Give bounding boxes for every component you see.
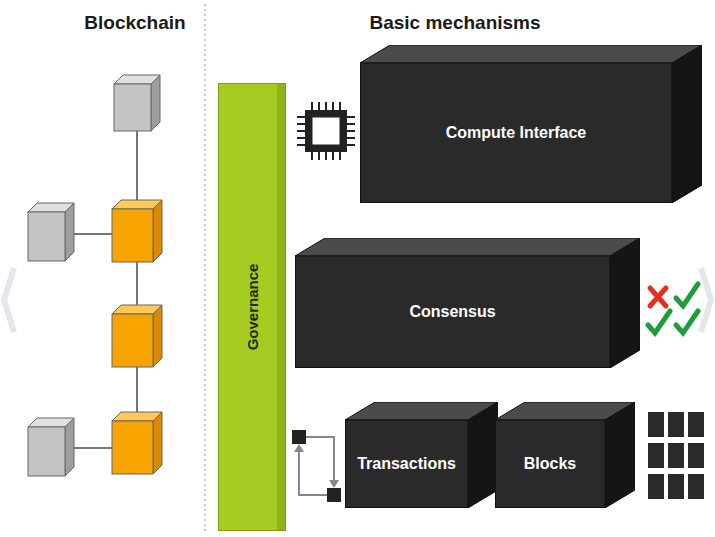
node-text: Consensus <box>409 303 495 321</box>
divider <box>204 4 206 533</box>
section-heading: Basic mechanisms <box>369 12 540 34</box>
swap-icon <box>292 430 341 502</box>
chain-wire <box>136 110 138 455</box>
box-front: Compute Interface <box>360 63 672 203</box>
box-front: Transactions <box>345 420 468 508</box>
chevron <box>4 268 14 332</box>
chip-icon <box>297 102 355 160</box>
mechanism-box: Blocks <box>495 402 635 508</box>
block-cubes <box>28 75 162 476</box>
mechanism-box: Transactions <box>345 402 498 508</box>
node-text: Blocks <box>524 455 576 473</box>
section-heading: Blockchain <box>84 12 185 34</box>
node-text: Transactions <box>357 455 456 473</box>
vote-marks <box>648 284 698 333</box>
mechanism-box: Compute Interface <box>360 45 702 203</box>
chevron <box>701 268 711 332</box>
block-grid-icon <box>648 412 704 499</box>
mechanism-box: Consensus <box>295 238 640 368</box>
box-front: Consensus <box>295 256 610 368</box>
node-text: Governance <box>244 264 261 351</box>
governance-bar: Governance <box>218 83 286 531</box>
node-text: Compute Interface <box>446 124 586 142</box>
box-front: Blocks <box>495 420 605 508</box>
bar-text-holder: Governance <box>244 264 261 351</box>
